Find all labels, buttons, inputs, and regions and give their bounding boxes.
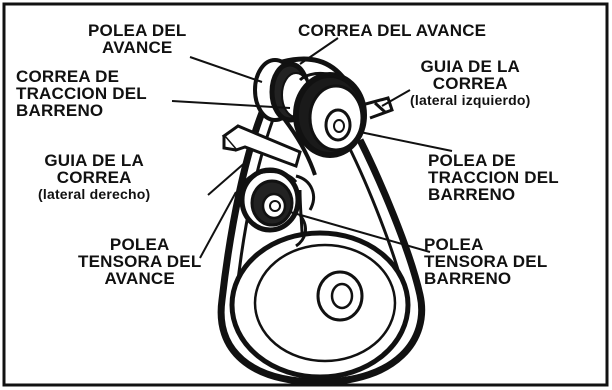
label-correa-avance: CORREA DEL AVANCE: [298, 21, 487, 40]
label-polea-tensora-avance: POLEA TENSORA DEL AVANCE: [78, 235, 202, 288]
leader-lines: [171, 37, 453, 259]
leader-polea-traccion: [359, 131, 453, 152]
leader-guia-izquierdo: [381, 89, 411, 107]
leader-tensora-barreno: [289, 211, 431, 253]
label-guia-derecho: GUIA DE LA CORREA (lateral derecho): [38, 151, 151, 202]
belt-guide-right: [221, 124, 302, 168]
leader-tensora-avance: [199, 191, 237, 259]
label-correa-traccion: CORREA DE TRACCION DEL BARRENO: [16, 67, 147, 120]
belt-guide-left: [361, 96, 394, 120]
drill-tensioner: [295, 174, 315, 248]
label-polea-avance: POLEA DEL AVANCE: [88, 21, 187, 57]
label-polea-traccion: POLEA DE TRACCION DEL BARRENO: [428, 151, 559, 204]
leader-polea-avance: [189, 56, 263, 83]
leader-correa-traccion: [171, 100, 291, 109]
large-lower-pulley: [229, 230, 411, 380]
label-guia-izquierdo: GUIA DE LA CORREA (lateral izquierdo): [410, 57, 531, 108]
label-polea-tensora-barreno: POLEA TENSORA DEL BARRENO: [424, 235, 548, 288]
leader-correa-avance: [299, 37, 339, 65]
leader-guia-derecho: [207, 159, 249, 196]
feed-tensioner-pulley: [239, 167, 301, 233]
drill-traction-pulley: [293, 71, 367, 158]
